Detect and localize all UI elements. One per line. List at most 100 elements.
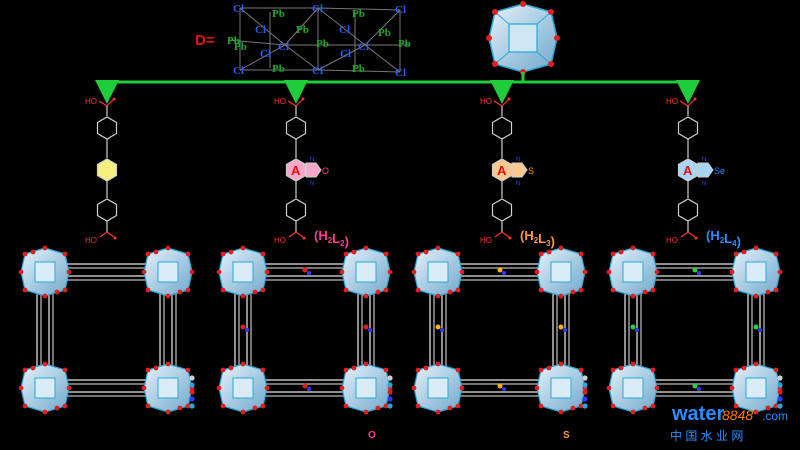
nitrogen-marker — [368, 328, 372, 332]
nitrogen-atom: N — [310, 181, 314, 187]
cluster-lattice — [227, 7, 410, 73]
phenyl-ring-bottom — [96, 198, 118, 222]
cooh-top-label: HO — [85, 97, 97, 106]
metal-cluster-node — [18, 361, 72, 415]
legend-dot — [777, 396, 783, 402]
hetero-ring — [697, 162, 714, 178]
metal-cluster-node — [729, 245, 783, 299]
heteroatom-marker — [240, 324, 246, 330]
heteroatom-marker — [753, 324, 759, 330]
watermark-word: water — [671, 403, 724, 425]
legend-dot — [387, 382, 393, 388]
framework-F1 — [18, 245, 195, 415]
watermark-number: 8848 — [722, 407, 753, 423]
watermark-cn: 中 国 水 业 网 — [670, 428, 743, 443]
atom-pb: Pb — [352, 63, 365, 75]
nitrogen-marker — [502, 271, 506, 275]
nitrogen-marker — [307, 387, 311, 391]
metal-cluster-node — [216, 361, 270, 415]
atom-pb: Pb — [378, 27, 391, 39]
heteroatom-marker — [363, 324, 369, 330]
legend-dot — [582, 396, 588, 402]
cooh-bottom-label: HO — [85, 236, 97, 245]
phenyl-ring-top — [96, 116, 118, 140]
nitrogen-marker — [697, 271, 701, 275]
atom-cl: Cl — [395, 4, 406, 16]
heteroatom-marker — [692, 383, 698, 389]
nitrogen-marker — [245, 328, 249, 332]
hetero-ring — [305, 162, 322, 178]
atom-pb: Pb — [272, 63, 285, 75]
legend-dot — [189, 375, 195, 381]
legend-dot — [189, 382, 195, 388]
cluster-label: D= — [195, 32, 215, 49]
nitrogen-atom: N — [702, 157, 706, 163]
oxygen-atom — [508, 236, 512, 240]
heteroatom-marker — [497, 383, 503, 389]
nitrogen-atom: N — [310, 157, 314, 163]
legend-dot — [582, 403, 588, 409]
linker-name: (H2L2) — [314, 228, 349, 249]
phenyl-ring-bottom — [491, 198, 513, 222]
framework-F3: S — [411, 245, 588, 441]
phenyl-ring-bottom — [285, 198, 307, 222]
oxygen-atom — [112, 97, 116, 101]
nitrogen-marker — [697, 387, 701, 391]
heteroatom-marker — [497, 267, 503, 273]
cluster-polyhedron — [486, 1, 560, 75]
phenyl-ring-top — [677, 116, 699, 140]
heteroatom-marker — [558, 324, 564, 330]
atom-pb: Pb — [398, 38, 411, 50]
metal-cluster-node — [534, 245, 588, 299]
atom-pb: Pb — [227, 35, 240, 47]
heteroatom-marker — [692, 267, 698, 273]
oxygen-atom — [302, 236, 306, 240]
nitrogen-atom: N — [516, 157, 520, 163]
legend-dot — [387, 375, 393, 381]
legend-dot — [777, 389, 783, 395]
metal-cluster-node — [18, 245, 72, 299]
legend-dot — [777, 375, 783, 381]
atom-cl: Cl — [395, 67, 406, 79]
cluster-atoms: Cl Cl Cl Cl Cl Cl Cl Cl Cl Cl Cl Cl Pb P… — [227, 3, 411, 79]
legend-dot — [582, 389, 588, 395]
atom-cl: Cl — [260, 48, 271, 60]
legend-dot — [189, 396, 195, 402]
core-ring-label: A — [683, 163, 693, 178]
heteroatom-marker — [302, 267, 308, 273]
metal-cluster-node — [339, 245, 393, 299]
heteroatom-marker — [630, 324, 636, 330]
watermark-logo: water 8848 .com 中 国 水 业 网 — [670, 403, 788, 443]
metal-cluster-node — [141, 361, 195, 415]
nitrogen-marker — [563, 328, 567, 332]
nitrogen-marker — [440, 328, 444, 332]
legend-dot — [582, 382, 588, 388]
cooh-bottom-label: HO — [666, 236, 678, 245]
oxygen-atom — [694, 236, 698, 240]
atom-cl: Cl — [358, 41, 369, 53]
heteroatom-marker — [302, 383, 308, 389]
atom-pb: Pb — [234, 41, 247, 53]
nitrogen-atom: N — [516, 181, 520, 187]
core-ring-label: A — [497, 163, 507, 178]
metal-cluster-node — [606, 361, 660, 415]
cooh-bottom-label: HO — [480, 236, 492, 245]
legend-dot — [387, 403, 393, 409]
metal-cluster-node — [141, 245, 195, 299]
phenyl-ring-top — [285, 116, 307, 140]
legend-dot — [582, 375, 588, 381]
legend-dot — [777, 403, 783, 409]
phenyl-ring-top — [491, 116, 513, 140]
atom-cl: Cl — [312, 65, 323, 77]
framework-guest-label: S — [563, 430, 570, 441]
distribution-arrows — [95, 72, 700, 104]
atom-cl: Cl — [255, 24, 266, 36]
atom-pb: Pb — [272, 8, 285, 20]
atom-pb: Pb — [316, 38, 329, 50]
metal-cluster-node — [339, 361, 393, 415]
cooh-top-label: HO — [666, 97, 678, 106]
metal-cluster-node — [411, 245, 465, 299]
